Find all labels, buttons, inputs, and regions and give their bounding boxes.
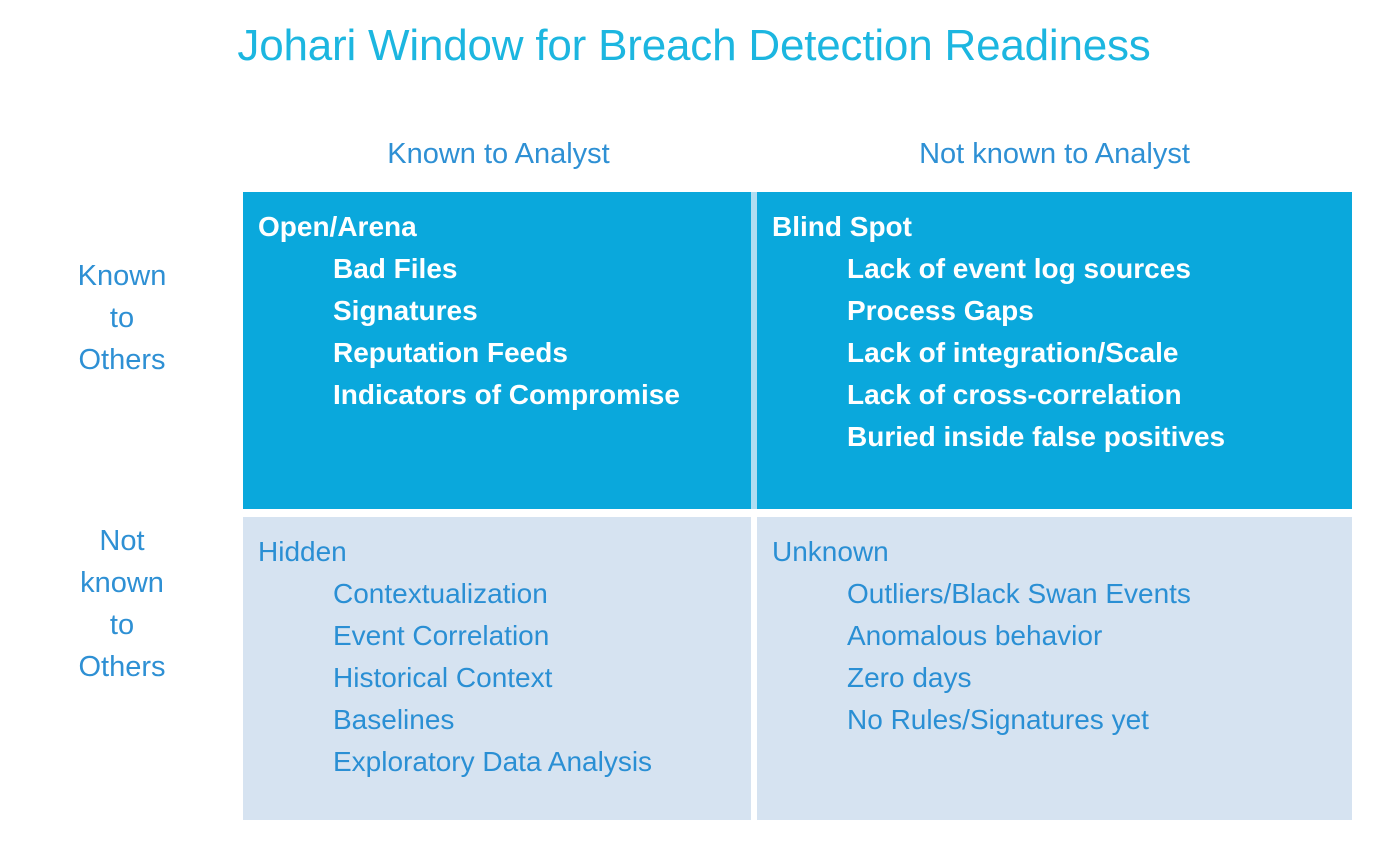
column-header-not-known-to-analyst: Not known to Analyst	[919, 138, 1190, 170]
list-item: Zero days	[847, 662, 972, 693]
row-label-line: Others	[78, 651, 166, 683]
list-item: Historical Context	[333, 662, 553, 693]
list-item: Process Gaps	[847, 295, 1034, 326]
list-item: Event Correlation	[333, 620, 550, 651]
row-label-line: Known	[77, 260, 167, 292]
quadrant-unknown: Unknown Outliers/Black Swan Events Anoma…	[757, 517, 1352, 820]
list-item: Outliers/Black Swan Events	[847, 578, 1191, 609]
quadrant-list-open-arena: Bad Files Signatures Reputation Feeds In…	[258, 248, 745, 416]
row-label-line: known	[80, 567, 164, 599]
quadrant-heading-open-arena: Open/Arena	[258, 211, 417, 242]
page-title: Johari Window for Breach Detection Readi…	[237, 21, 1151, 70]
quadrant-vertical-divider-top	[751, 192, 757, 509]
row-label-known-to-others: Known to Others	[8, 255, 236, 381]
quadrant-heading-hidden: Hidden	[258, 536, 347, 567]
row-label-not-known-to-others: Not known to Others	[8, 520, 236, 688]
quadrant-hidden: Hidden Contextualization Event Correlati…	[243, 517, 751, 820]
quadrant-heading-unknown: Unknown	[772, 536, 889, 567]
list-item: Reputation Feeds	[333, 337, 568, 368]
quadrant-vertical-divider-bottom	[751, 517, 757, 820]
quadrant-heading-blind-spot: Blind Spot	[772, 211, 912, 242]
list-item: Lack of event log sources	[847, 253, 1191, 284]
list-item: Signatures	[333, 295, 478, 326]
list-item: Indicators of Compromise	[333, 379, 680, 410]
list-item: No Rules/Signatures yet	[847, 704, 1149, 735]
list-item: Contextualization	[333, 578, 548, 609]
column-header-known-to-analyst: Known to Analyst	[387, 138, 610, 170]
quadrant-blind-spot: Blind Spot Lack of event log sources Pro…	[757, 192, 1352, 509]
row-label-line: to	[109, 609, 135, 641]
quadrant-list-unknown: Outliers/Black Swan Events Anomalous beh…	[772, 573, 1346, 741]
list-item: Lack of integration/Scale	[847, 337, 1179, 368]
quadrant-list-hidden: Contextualization Event Correlation Hist…	[258, 573, 745, 783]
list-item: Baselines	[333, 704, 455, 735]
row-label-line: Not	[99, 525, 145, 557]
list-item: Bad Files	[333, 253, 458, 284]
list-item: Exploratory Data Analysis	[333, 746, 653, 777]
row-label-line: to	[109, 302, 135, 334]
quadrant-list-blind-spot: Lack of event log sources Process Gaps L…	[772, 248, 1346, 458]
row-label-line: Others	[78, 344, 166, 376]
list-item: Anomalous behavior	[847, 620, 1103, 651]
list-item: Buried inside false positives	[847, 421, 1226, 452]
quadrant-open-arena: Open/Arena Bad Files Signatures Reputati…	[243, 192, 751, 509]
list-item: Lack of cross-correlation	[847, 379, 1182, 410]
